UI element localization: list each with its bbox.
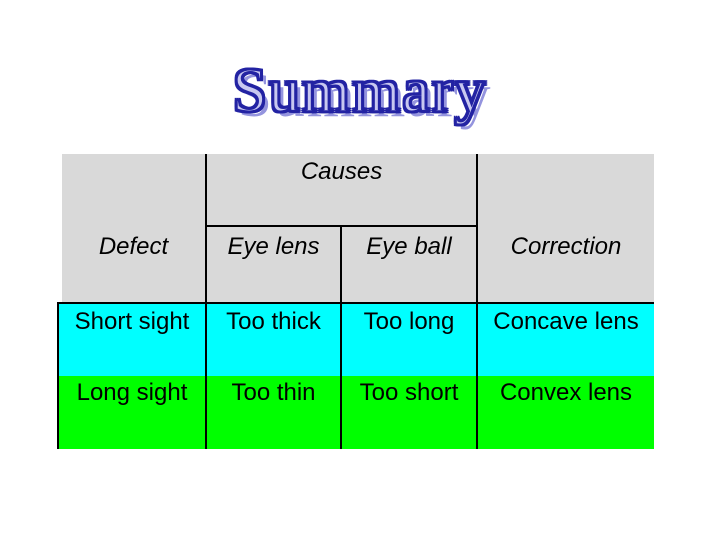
header-cell-causes: Causes [207, 154, 478, 227]
cell-long-sight-eye-lens: Too thin [207, 376, 342, 449]
header-cell-correction: Correction [478, 154, 654, 302]
header-cell-eye-ball: Eye ball [342, 227, 478, 302]
summary-table: Defect Causes Correction Eye lens Eye ba… [57, 154, 654, 449]
slide-title: Summary [231, 56, 488, 126]
header-cell-eye-lens: Eye lens [207, 227, 342, 302]
cell-short-sight-defect: Short sight [57, 302, 207, 376]
cell-long-sight-eye-ball: Too short [342, 376, 478, 449]
cell-short-sight-correction: Concave lens [478, 302, 654, 376]
cell-long-sight-correction: Convex lens [478, 376, 654, 449]
cell-short-sight-eye-lens: Too thick [207, 302, 342, 376]
cell-short-sight-eye-ball: Too long [342, 302, 478, 376]
cell-long-sight-defect: Long sight [57, 376, 207, 449]
header-cell-defect: Defect [57, 154, 207, 302]
